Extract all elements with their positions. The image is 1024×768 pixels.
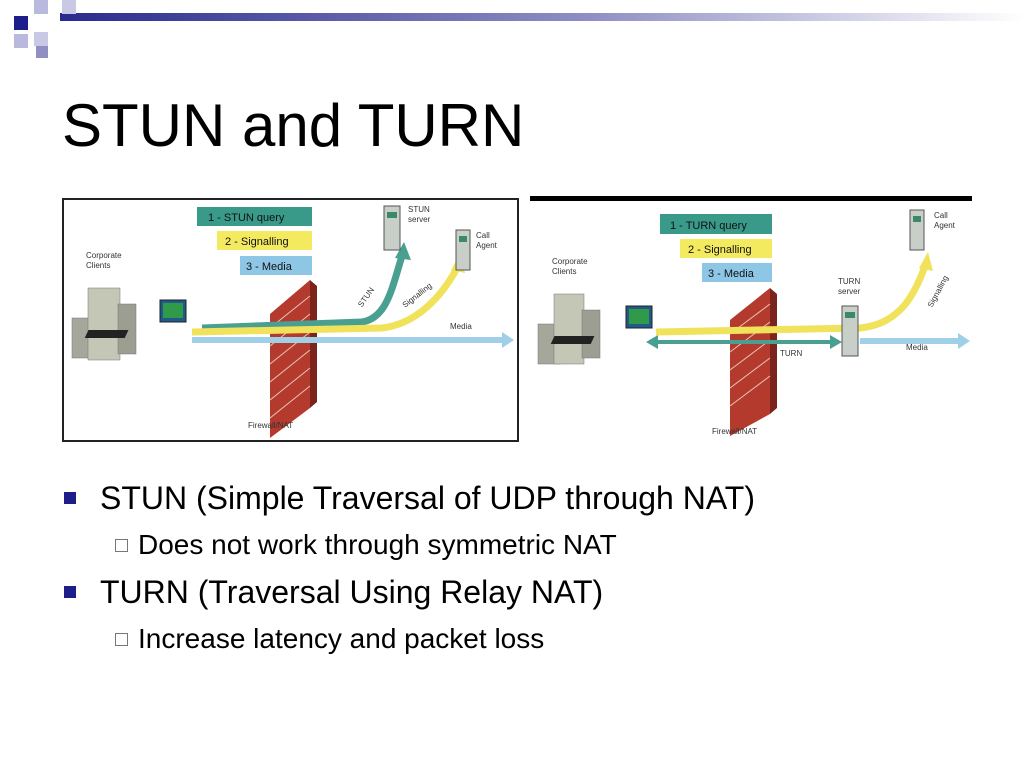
hollow-square-bullet-icon: [115, 538, 128, 552]
turn-server-icon: [841, 305, 859, 357]
turn-agent-label-2: Agent: [934, 221, 956, 230]
bullet-text: STUN (Simple Traversal of UDP through NA…: [100, 479, 755, 516]
turn-path-label: TURN: [780, 349, 802, 358]
stun-diagram: 1 - STUN query 2 - Signalling 3 - Media …: [62, 198, 519, 442]
stun-agent-label-1: Call: [476, 231, 490, 240]
stun-media-label: Media: [450, 322, 472, 331]
sub-bullet-text: Increase latency and packet loss: [138, 623, 545, 654]
stun-clients-label-2: Clients: [86, 261, 110, 270]
turn-server-label-1: TURN: [838, 277, 860, 286]
stun-server-label-1: STUN: [408, 205, 430, 214]
bullet-text: TURN (Traversal Using Relay NAT): [100, 573, 604, 610]
divider-line: [530, 196, 972, 201]
turn-relay-arrow: [646, 335, 842, 349]
turn-clients-label-1: Corporate: [552, 257, 588, 266]
turn-step-2-label: 2 - Signalling: [688, 244, 752, 256]
turn-step-2-box: [680, 239, 772, 258]
sub-bullet-text: Does not work through symmetric NAT: [138, 529, 617, 560]
stun-step-3-box: [240, 256, 312, 275]
turn-step-1-label: 1 - TURN query: [670, 220, 747, 232]
turn-agent-label-1: Call: [934, 211, 948, 220]
media-arrow: [860, 333, 970, 349]
stun-clients-label-1: Corporate: [86, 251, 122, 260]
stun-agent-label-2: Agent: [476, 241, 498, 250]
stun-firewall-label: Firewall/NAT: [248, 421, 293, 430]
computer-icon: [550, 305, 653, 344]
sub-bullet-item: Increase latency and packet loss: [62, 616, 1002, 662]
signalling-path-arrow: [191, 266, 461, 336]
sub-bullet-item: Does not work through symmetric NAT: [62, 522, 1002, 568]
hollow-square-bullet-icon: [115, 632, 128, 646]
stun-path-arrow: [201, 254, 406, 332]
square-bullet-icon: [64, 586, 76, 598]
stun-step-2-label: 2 - Signalling: [225, 236, 289, 248]
computer-icon: [84, 299, 187, 338]
turn-step-3-box: [702, 263, 772, 282]
call-agent-server-icon: [455, 229, 471, 271]
turn-diagram: 1 - TURN query 2 - Signalling 3 - Media …: [530, 204, 972, 448]
bullet-item: TURN (Traversal Using Relay NAT): [62, 568, 1002, 616]
stun-step-1-box: [197, 207, 312, 226]
stun-step-3-label: 3 - Media: [246, 261, 293, 273]
turn-server-label-2: server: [838, 287, 861, 296]
server-icon: [383, 205, 401, 251]
turn-clients-label-2: Clients: [552, 267, 576, 276]
stun-step-1-label: 1 - STUN query: [208, 212, 285, 224]
firewall-icon: [729, 288, 777, 436]
bullet-list: STUN (Simple Traversal of UDP through NA…: [62, 474, 1002, 662]
stun-step-2-box: [217, 231, 312, 250]
turn-media-label: Media: [906, 343, 928, 352]
slide-title: STUN and TURN: [62, 92, 525, 159]
call-agent-server-icon: [909, 209, 925, 251]
building-icon: [71, 287, 137, 361]
turn-step-3-label: 3 - Media: [708, 268, 755, 280]
bullet-item: STUN (Simple Traversal of UDP through NA…: [62, 474, 1002, 522]
signalling-path-arrow: [655, 264, 929, 336]
turn-step-1-box: [660, 214, 772, 234]
building-icon: [537, 293, 601, 365]
media-arrow: [192, 332, 514, 348]
stun-server-label-2: server: [408, 215, 431, 224]
turn-firewall-label: Firewall/NAT: [712, 427, 757, 436]
square-bullet-icon: [64, 492, 76, 504]
slide-header-decoration: [14, 0, 1024, 58]
